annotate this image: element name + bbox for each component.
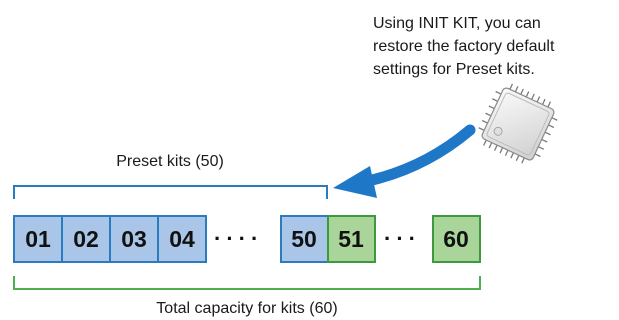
total-bracket [13, 276, 481, 290]
user-slot-51: 51 [327, 215, 376, 263]
user-slot-60: 60 [432, 215, 481, 263]
total-label: Total capacity for kits (60) [156, 300, 337, 317]
ellipsis: ···· [214, 226, 263, 251]
slot-label: 04 [169, 226, 195, 252]
preset-slot-03: 03 [109, 215, 159, 263]
preset-label: Preset kits (50) [116, 153, 224, 170]
slot-label: 03 [121, 226, 147, 252]
slot-label: 50 [291, 226, 317, 252]
init-kit-note: Using INIT KIT, you can restore the fact… [373, 12, 613, 81]
preset-slot-50: 50 [280, 215, 329, 263]
restore-arrow [333, 124, 476, 198]
ic-chip-icon [478, 83, 558, 164]
slot-label: 02 [73, 226, 99, 252]
note-line-2: restore the factory default [373, 38, 555, 55]
preset-slot-02: 02 [61, 215, 111, 263]
ellipsis: ··· [384, 226, 421, 251]
preset-slot-01: 01 [13, 215, 63, 263]
preset-slot-04: 04 [157, 215, 207, 263]
preset-bracket [13, 185, 328, 199]
slot-label: 60 [443, 226, 469, 252]
slot-label: 01 [25, 226, 51, 252]
note-line-3: settings for Preset kits. [373, 61, 535, 78]
slot-label: 51 [338, 226, 364, 252]
note-line-1: Using INIT KIT, you can [373, 15, 541, 32]
